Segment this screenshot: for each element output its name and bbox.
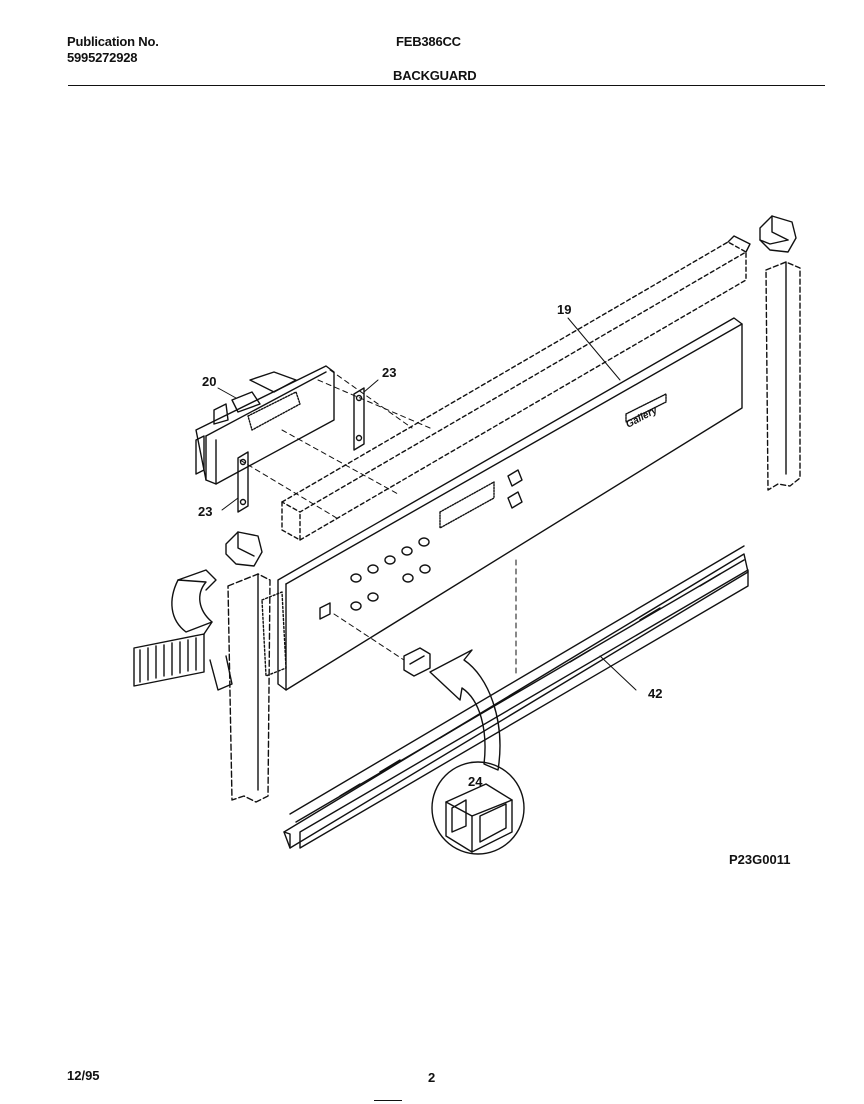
switch-detail-callout [431,761,525,855]
publication-number: 5995272928 [67,50,138,65]
page-number: 2 [428,1070,436,1085]
header-rule [68,85,825,86]
footer-mark [374,1100,402,1101]
publication-label: Publication No. [67,34,159,49]
footer-date: 12/95 [67,1068,100,1083]
left-end-cap [225,531,263,567]
callout-leaders [217,317,637,691]
section-title: BACKGUARD [393,68,477,83]
part-label-42: 42 [648,686,662,701]
control-panel [277,317,743,691]
left-side-trim [227,573,271,803]
top-trim-bar [281,235,751,541]
part-label-19: 19 [557,302,571,317]
drawing-code: P23G0011 [729,852,791,867]
rocker-switch [403,647,431,677]
panel-brand-text: Gallery [624,405,659,431]
bracket-upper [353,387,365,451]
callout-arrow [429,649,501,771]
right-side-trim [765,261,801,491]
part-label-24: 24 [468,774,483,789]
part-label-23-lower: 23 [198,504,212,519]
right-end-cap [759,215,797,253]
lower-trim-rail [283,545,749,849]
wire-harness [133,569,287,691]
assembly-guides [239,369,517,677]
model-number: FEB386CC [396,34,461,49]
bracket-lower [237,451,249,513]
control-board [195,365,335,485]
part-label-20: 20 [202,374,216,389]
part-label-23-upper: 23 [382,365,396,380]
